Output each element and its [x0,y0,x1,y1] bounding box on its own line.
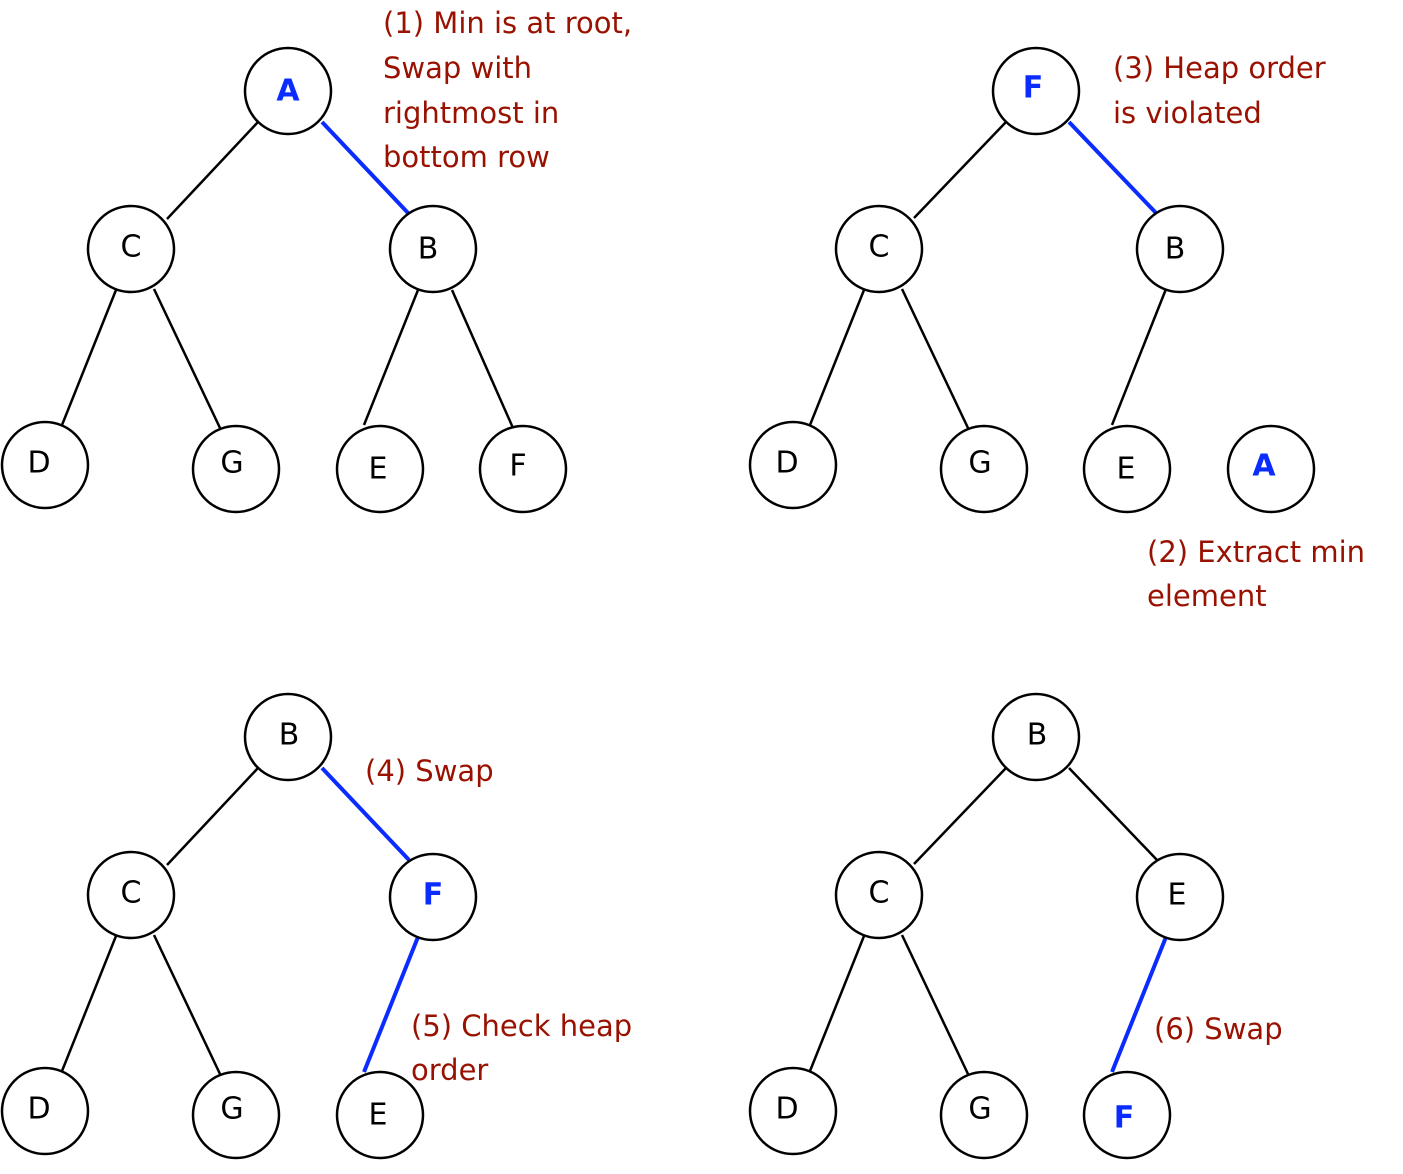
annotation: Swap with [383,51,532,85]
edge-b-c [166,767,259,866]
edge-b-e [1068,767,1158,861]
edge-b-e [1110,288,1168,426]
node-left: C [86,850,176,940]
edge-c-g [900,288,970,429]
node-right-right: F [478,424,568,514]
node-left-left: D [0,1066,90,1156]
node-label: F [509,449,526,484]
panel-1: A C B D G E F (1) Min is at root, Swap w… [0,6,632,514]
panel-3: B C F D G E (4) Swap (5) Check heap orde… [0,692,632,1160]
node-label: G [220,446,243,481]
node-label: D [27,1092,50,1127]
panel-2: F C B D G E A (3) Heap order is violated… [748,46,1365,613]
edge-b-f [450,289,515,429]
node-left-left: D [0,420,90,510]
edge-c-d [808,289,866,426]
node-label: G [968,446,991,481]
node-left-left: D [748,1066,838,1156]
node-label: E [369,1098,388,1133]
node-right-left: E [1082,424,1172,514]
node-label: C [121,876,142,911]
node-label: E [1168,878,1187,913]
node-right: E [1135,852,1225,942]
node-right: B [388,204,478,294]
annotation: bottom row [383,140,550,174]
node-label: F [1023,71,1044,106]
edge-e-f [1110,936,1168,1073]
annotation: order [411,1053,488,1087]
node-root: B [243,692,333,782]
edge-a-b [320,120,411,216]
annotation: rightmost in [383,96,559,130]
edge-f-e [362,936,420,1073]
node-label: C [121,230,142,265]
node-label: E [1117,452,1136,487]
node-left-right: G [939,1070,1029,1160]
node-label: D [775,1092,798,1127]
node-label: F [423,878,444,913]
edge-f-c [913,121,1007,219]
node-left-right: G [939,424,1029,514]
node-label: B [1027,718,1048,753]
annotation: (3) Heap order [1113,51,1326,85]
node-label: B [1165,232,1186,267]
node-label: A [1252,449,1276,484]
node-left: C [86,204,176,294]
edge-a-c [166,121,259,220]
node-left: C [834,204,924,294]
edge-c-g [152,934,222,1075]
node-label: F [1114,1101,1135,1136]
annotation: element [1147,579,1267,613]
node-label: G [968,1092,991,1127]
edge-b-f [320,766,411,862]
edge-c-d [60,935,118,1072]
edge-b-e [362,289,420,426]
node-extracted: A [1226,424,1316,514]
node-root: B [991,692,1081,782]
edge-c-g [900,934,970,1075]
node-label: D [775,446,798,481]
node-label: B [418,232,439,267]
node-left-right: G [191,424,281,514]
annotation: (5) Check heap [411,1009,632,1043]
node-label: C [869,876,890,911]
node-root: A [243,46,333,136]
node-label: C [869,230,890,265]
annotation: (1) Min is at root, [383,6,632,40]
node-left-left: D [748,420,838,510]
annotation: (2) Extract min [1147,535,1365,569]
node-right-left: E [335,424,425,514]
annotation: is violated [1113,96,1262,130]
node-right-left: F [1082,1070,1172,1160]
edge-c-d [60,289,118,426]
edge-c-d [808,935,866,1072]
node-right: F [388,852,478,942]
edge-b-c [913,767,1007,865]
edge-f-b [1067,120,1159,216]
node-left-right: G [191,1070,281,1160]
node-label: G [220,1092,243,1127]
node-left: C [834,850,924,940]
node-label: A [276,74,300,109]
node-right: B [1135,204,1225,294]
annotation: (4) Swap [365,754,494,788]
node-label: B [279,718,300,753]
annotation: (6) Swap [1154,1012,1283,1046]
edge-c-g [152,288,222,429]
node-right-left: E [335,1070,425,1160]
node-label: D [27,446,50,481]
node-label: E [369,452,388,487]
panel-4: B C E D G F (6) Swap [748,692,1283,1160]
node-root: F [991,46,1081,136]
